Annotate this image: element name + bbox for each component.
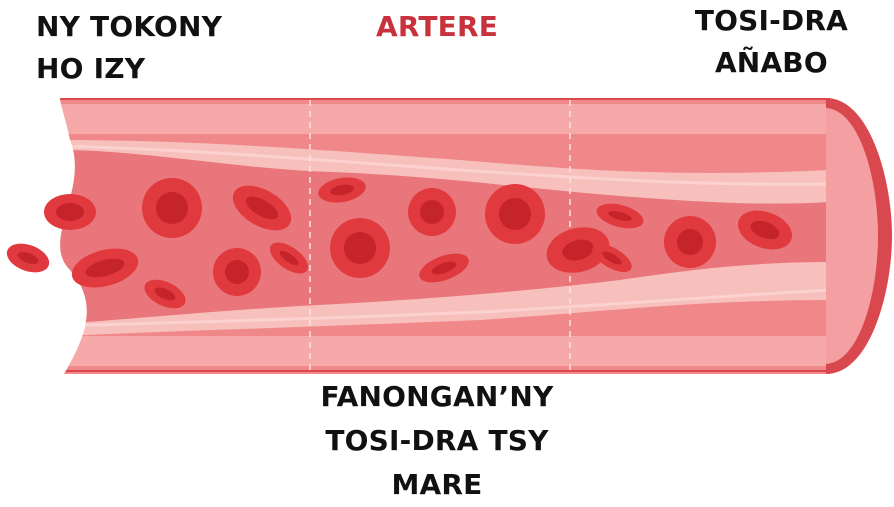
- label-narrowing: FANONGAN’NY TOSI-DRA TSY MARE: [0, 375, 874, 507]
- artery-diagram: [0, 96, 894, 374]
- label-blocked-flow-line-2: AÑABO: [695, 42, 848, 84]
- label-blocked-flow: TOSI-DRA AÑABO: [695, 0, 848, 84]
- label-narrowing-line-2: TOSI-DRA TSY: [0, 419, 874, 463]
- label-narrowing-line-1: FANONGAN’NY: [0, 375, 874, 419]
- red-blood-cell-icon: [664, 216, 716, 268]
- red-blood-cell-icon: [44, 194, 96, 230]
- red-blood-cell-icon: [408, 188, 456, 236]
- label-blocked-flow-line-1: TOSI-DRA: [695, 0, 848, 42]
- label-narrowing-line-3: MARE: [0, 463, 874, 507]
- artery-wall-top-band: [50, 104, 830, 134]
- red-blood-cell-icon: [213, 248, 261, 296]
- red-blood-cell-icon: [330, 218, 390, 278]
- red-blood-cell-icon: [142, 178, 202, 238]
- red-blood-cell-icon: [485, 184, 545, 244]
- label-normal-flow-line-2: HO IZY: [36, 48, 222, 90]
- artery-wall-bottom-band: [50, 336, 830, 366]
- red-blood-cell-icon: [3, 238, 53, 277]
